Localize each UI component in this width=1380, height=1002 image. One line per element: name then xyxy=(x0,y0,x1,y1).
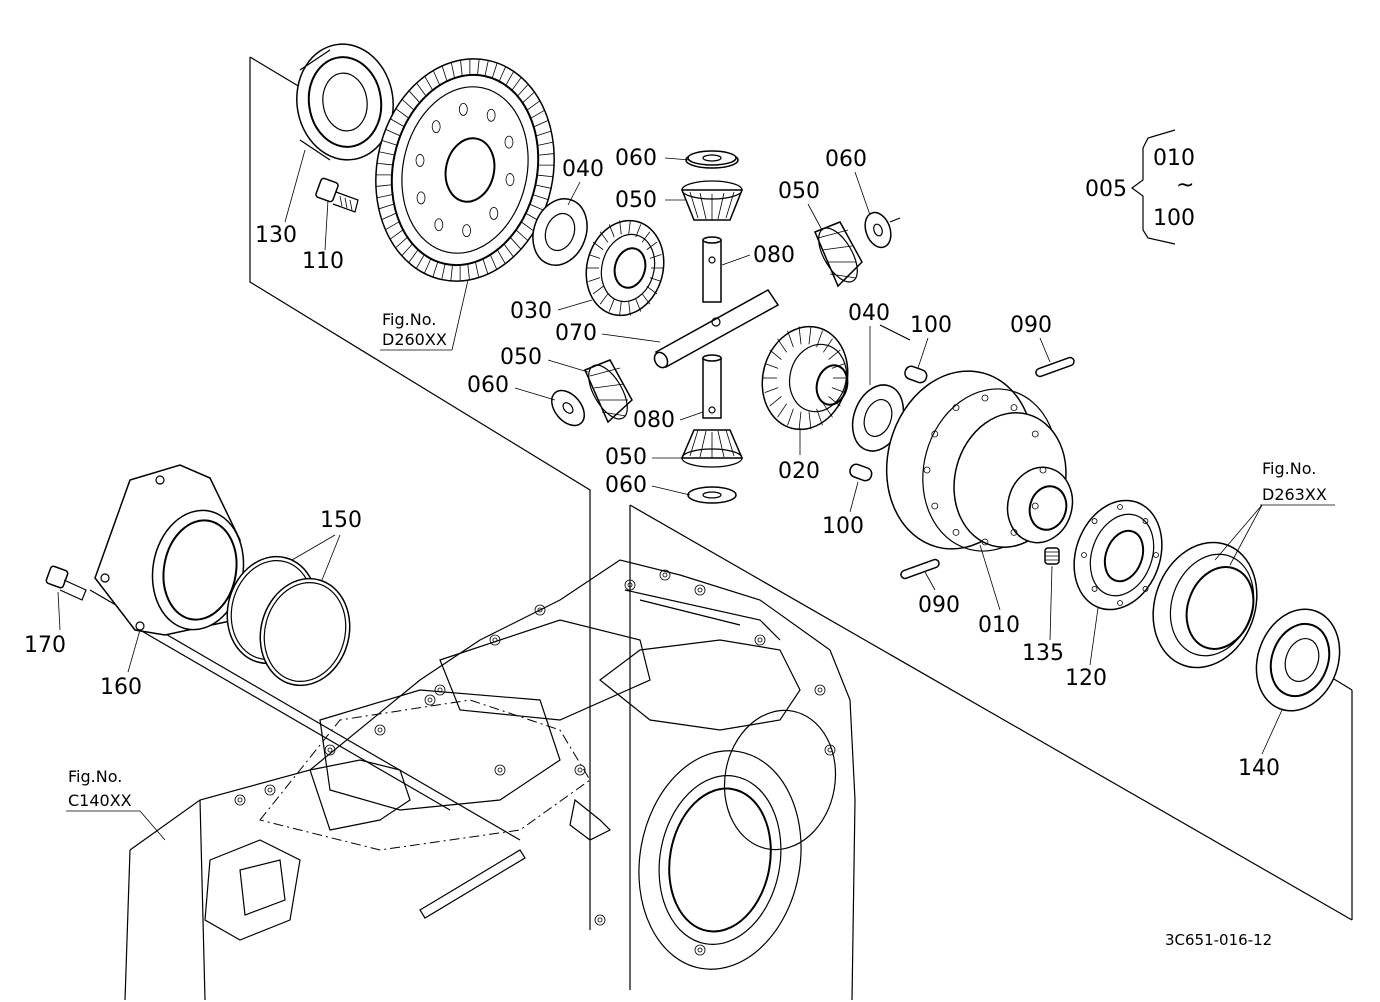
callout-110[interactable]: 110 xyxy=(302,249,344,274)
thrust-washer-060-left xyxy=(550,389,586,427)
pinion-gear-050-right xyxy=(814,221,863,288)
figure-ref-d263[interactable]: Fig.No. D263XX xyxy=(1214,459,1335,566)
callout-060-right[interactable]: 060 xyxy=(825,147,867,172)
kit-parent-number[interactable]: 005 xyxy=(1085,177,1127,202)
callout-140[interactable]: 140 xyxy=(1238,756,1280,781)
thrust-washer-060-right xyxy=(864,211,901,249)
callout-080-top[interactable]: 080 xyxy=(753,243,795,268)
callout-050-top[interactable]: 050 xyxy=(615,188,657,213)
nut-135-drawing xyxy=(1044,547,1060,565)
callout-040-right[interactable]: 040 xyxy=(848,301,890,326)
callout-020[interactable]: 020 xyxy=(778,459,820,484)
callout-100-bottom[interactable]: 100 xyxy=(822,514,864,539)
o-rings-150-drawing xyxy=(226,555,351,687)
kit-range-symbol: ~ xyxy=(1176,173,1194,198)
callout-135[interactable]: 135 xyxy=(1022,641,1064,666)
callout-leaders xyxy=(57,149,1283,755)
callout-060-bottom[interactable]: 060 xyxy=(605,473,647,498)
callout-160[interactable]: 160 xyxy=(100,675,142,700)
thrust-washer-060-bottom xyxy=(687,486,737,504)
callout-030[interactable]: 030 xyxy=(510,299,552,324)
thrust-washer-060-top xyxy=(687,150,737,166)
callout-080-bottom[interactable]: 080 xyxy=(633,408,675,433)
callout-150[interactable]: 150 xyxy=(320,508,362,533)
differential-case-010-drawing xyxy=(885,370,1074,552)
callout-labels: 130 110 040 060 050 060 050 080 030 070 … xyxy=(24,146,1280,781)
kit-range-to[interactable]: 100 xyxy=(1153,206,1195,231)
figure-ref-d263-code[interactable]: D263XX xyxy=(1262,485,1327,504)
callout-130[interactable]: 130 xyxy=(255,223,297,248)
figure-ref-d260-code[interactable]: D260XX xyxy=(382,330,447,349)
figure-ref-c140[interactable]: Fig.No. C140XX xyxy=(66,767,166,841)
pin-090-bottom xyxy=(900,558,940,580)
pinion-gear-050-bottom xyxy=(680,429,744,468)
callout-090-bottom[interactable]: 090 xyxy=(918,593,960,618)
kit-range-from[interactable]: 010 xyxy=(1153,146,1195,171)
callout-060-top[interactable]: 060 xyxy=(615,146,657,171)
kit-range-block: 005 010 ~ 100 xyxy=(1085,129,1195,245)
callout-050-bottom[interactable]: 050 xyxy=(605,445,647,470)
pin-100-bottom xyxy=(849,463,873,482)
callout-120[interactable]: 120 xyxy=(1065,666,1107,691)
side-gear-030-drawing xyxy=(585,219,665,317)
callout-070[interactable]: 070 xyxy=(555,321,597,346)
callout-010[interactable]: 010 xyxy=(978,613,1020,638)
figure-ref-c140-prefix: Fig.No. xyxy=(68,767,122,786)
short-shaft-080-bottom xyxy=(702,354,722,419)
short-shaft-080-top xyxy=(702,236,722,303)
bearing-housing-160-drawing xyxy=(94,464,245,636)
figure-ref-d260[interactable]: Fig.No. D260XX xyxy=(380,279,469,351)
bearing-race-drawing xyxy=(1152,541,1258,669)
pin-090-top xyxy=(1035,356,1075,378)
bolt-170-drawing xyxy=(45,565,87,601)
callout-090-top[interactable]: 090 xyxy=(1010,313,1052,338)
bolt-110-drawing xyxy=(315,177,359,213)
bearing-130-drawing xyxy=(296,43,394,161)
callout-050-left[interactable]: 050 xyxy=(500,345,542,370)
drawing-code: 3C651-016-12 xyxy=(1165,931,1272,949)
side-gear-020-drawing xyxy=(761,325,849,431)
pinion-gear-050-left xyxy=(583,359,633,424)
callout-040-left[interactable]: 040 xyxy=(562,157,604,182)
callout-060-left[interactable]: 060 xyxy=(467,373,509,398)
figure-ref-d260-prefix: Fig.No. xyxy=(382,310,436,329)
callout-170[interactable]: 170 xyxy=(24,633,66,658)
callout-100-top[interactable]: 100 xyxy=(910,313,952,338)
thrust-washer-040-left xyxy=(532,198,588,266)
ring-gear-drawing xyxy=(375,58,555,282)
figure-ref-c140-code[interactable]: C140XX xyxy=(68,791,132,810)
bearing-140-drawing xyxy=(1255,608,1341,712)
transmission-case-drawing xyxy=(124,559,856,1001)
long-shaft-070 xyxy=(653,289,780,369)
pin-100-top xyxy=(904,365,928,384)
gear-120-drawing xyxy=(1073,499,1163,611)
callout-050-right[interactable]: 050 xyxy=(778,179,820,204)
figure-ref-d263-prefix: Fig.No. xyxy=(1262,459,1316,478)
